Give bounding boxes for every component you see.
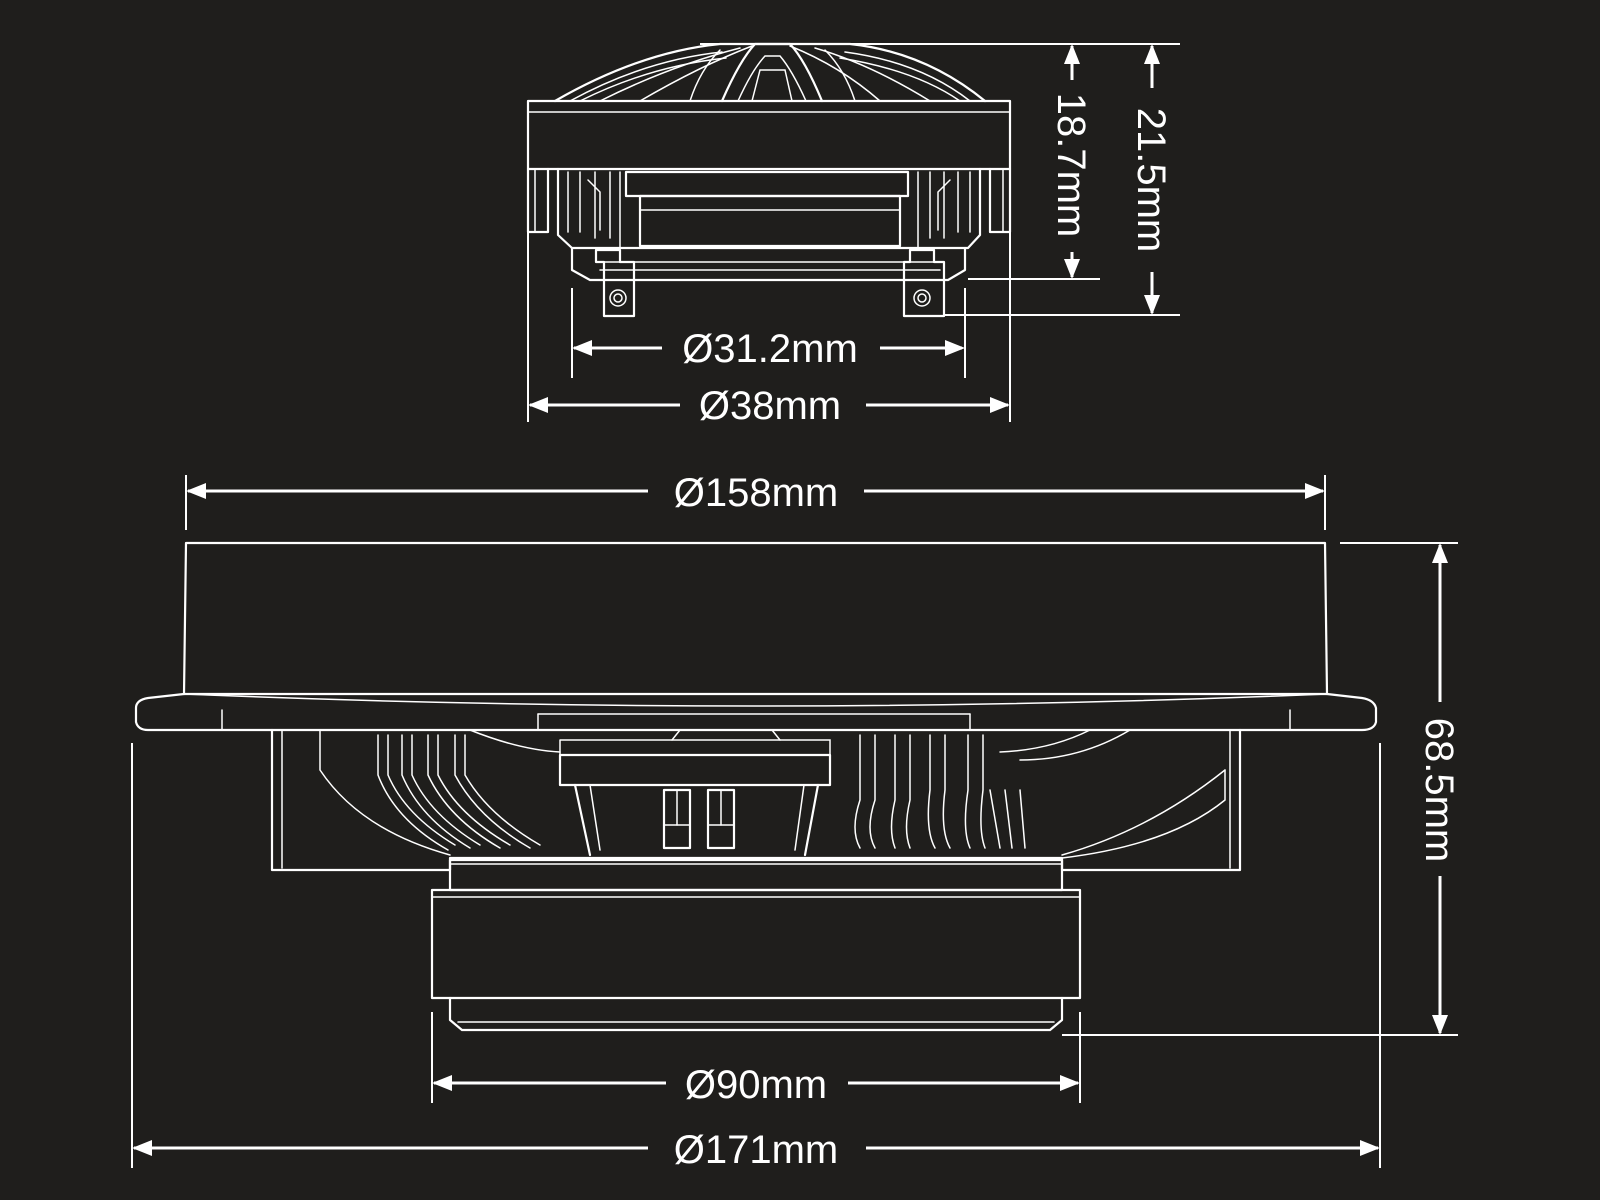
- tweeter-drawing: [526, 42, 1012, 318]
- tweeter-magnet-diameter-label: Ø31.2mm: [682, 327, 858, 371]
- tweeter-body: [556, 167, 982, 282]
- woofer-dimensions: Ø158mm 68.5mm Ø90mm Ø171mm: [131, 471, 1461, 1172]
- tweeter-grille: [553, 42, 987, 103]
- tweeter-outer-diameter-label: Ø38mm: [699, 384, 841, 428]
- woofer-total-depth-label: 68.5mm: [1417, 718, 1461, 863]
- tweeter-terminals: [594, 248, 946, 318]
- tweeter-dimensions: Ø31.2mm Ø38mm 18.7mm 21.5mm: [527, 43, 1180, 428]
- woofer-flange-diameter-label: Ø171mm: [674, 1128, 839, 1172]
- tweeter-body-height-label: 18.7mm: [1049, 93, 1093, 238]
- woofer-flange: [134, 692, 1378, 732]
- woofer-magnet: [430, 856, 1082, 1032]
- woofer-basket: [270, 728, 1242, 872]
- woofer-magnet-diameter-label: Ø90mm: [685, 1063, 827, 1107]
- tweeter-total-height-label: 21.5mm: [1129, 108, 1173, 253]
- woofer-drawing: [134, 541, 1378, 1032]
- woofer-cutout-diameter-label: Ø158mm: [674, 471, 839, 515]
